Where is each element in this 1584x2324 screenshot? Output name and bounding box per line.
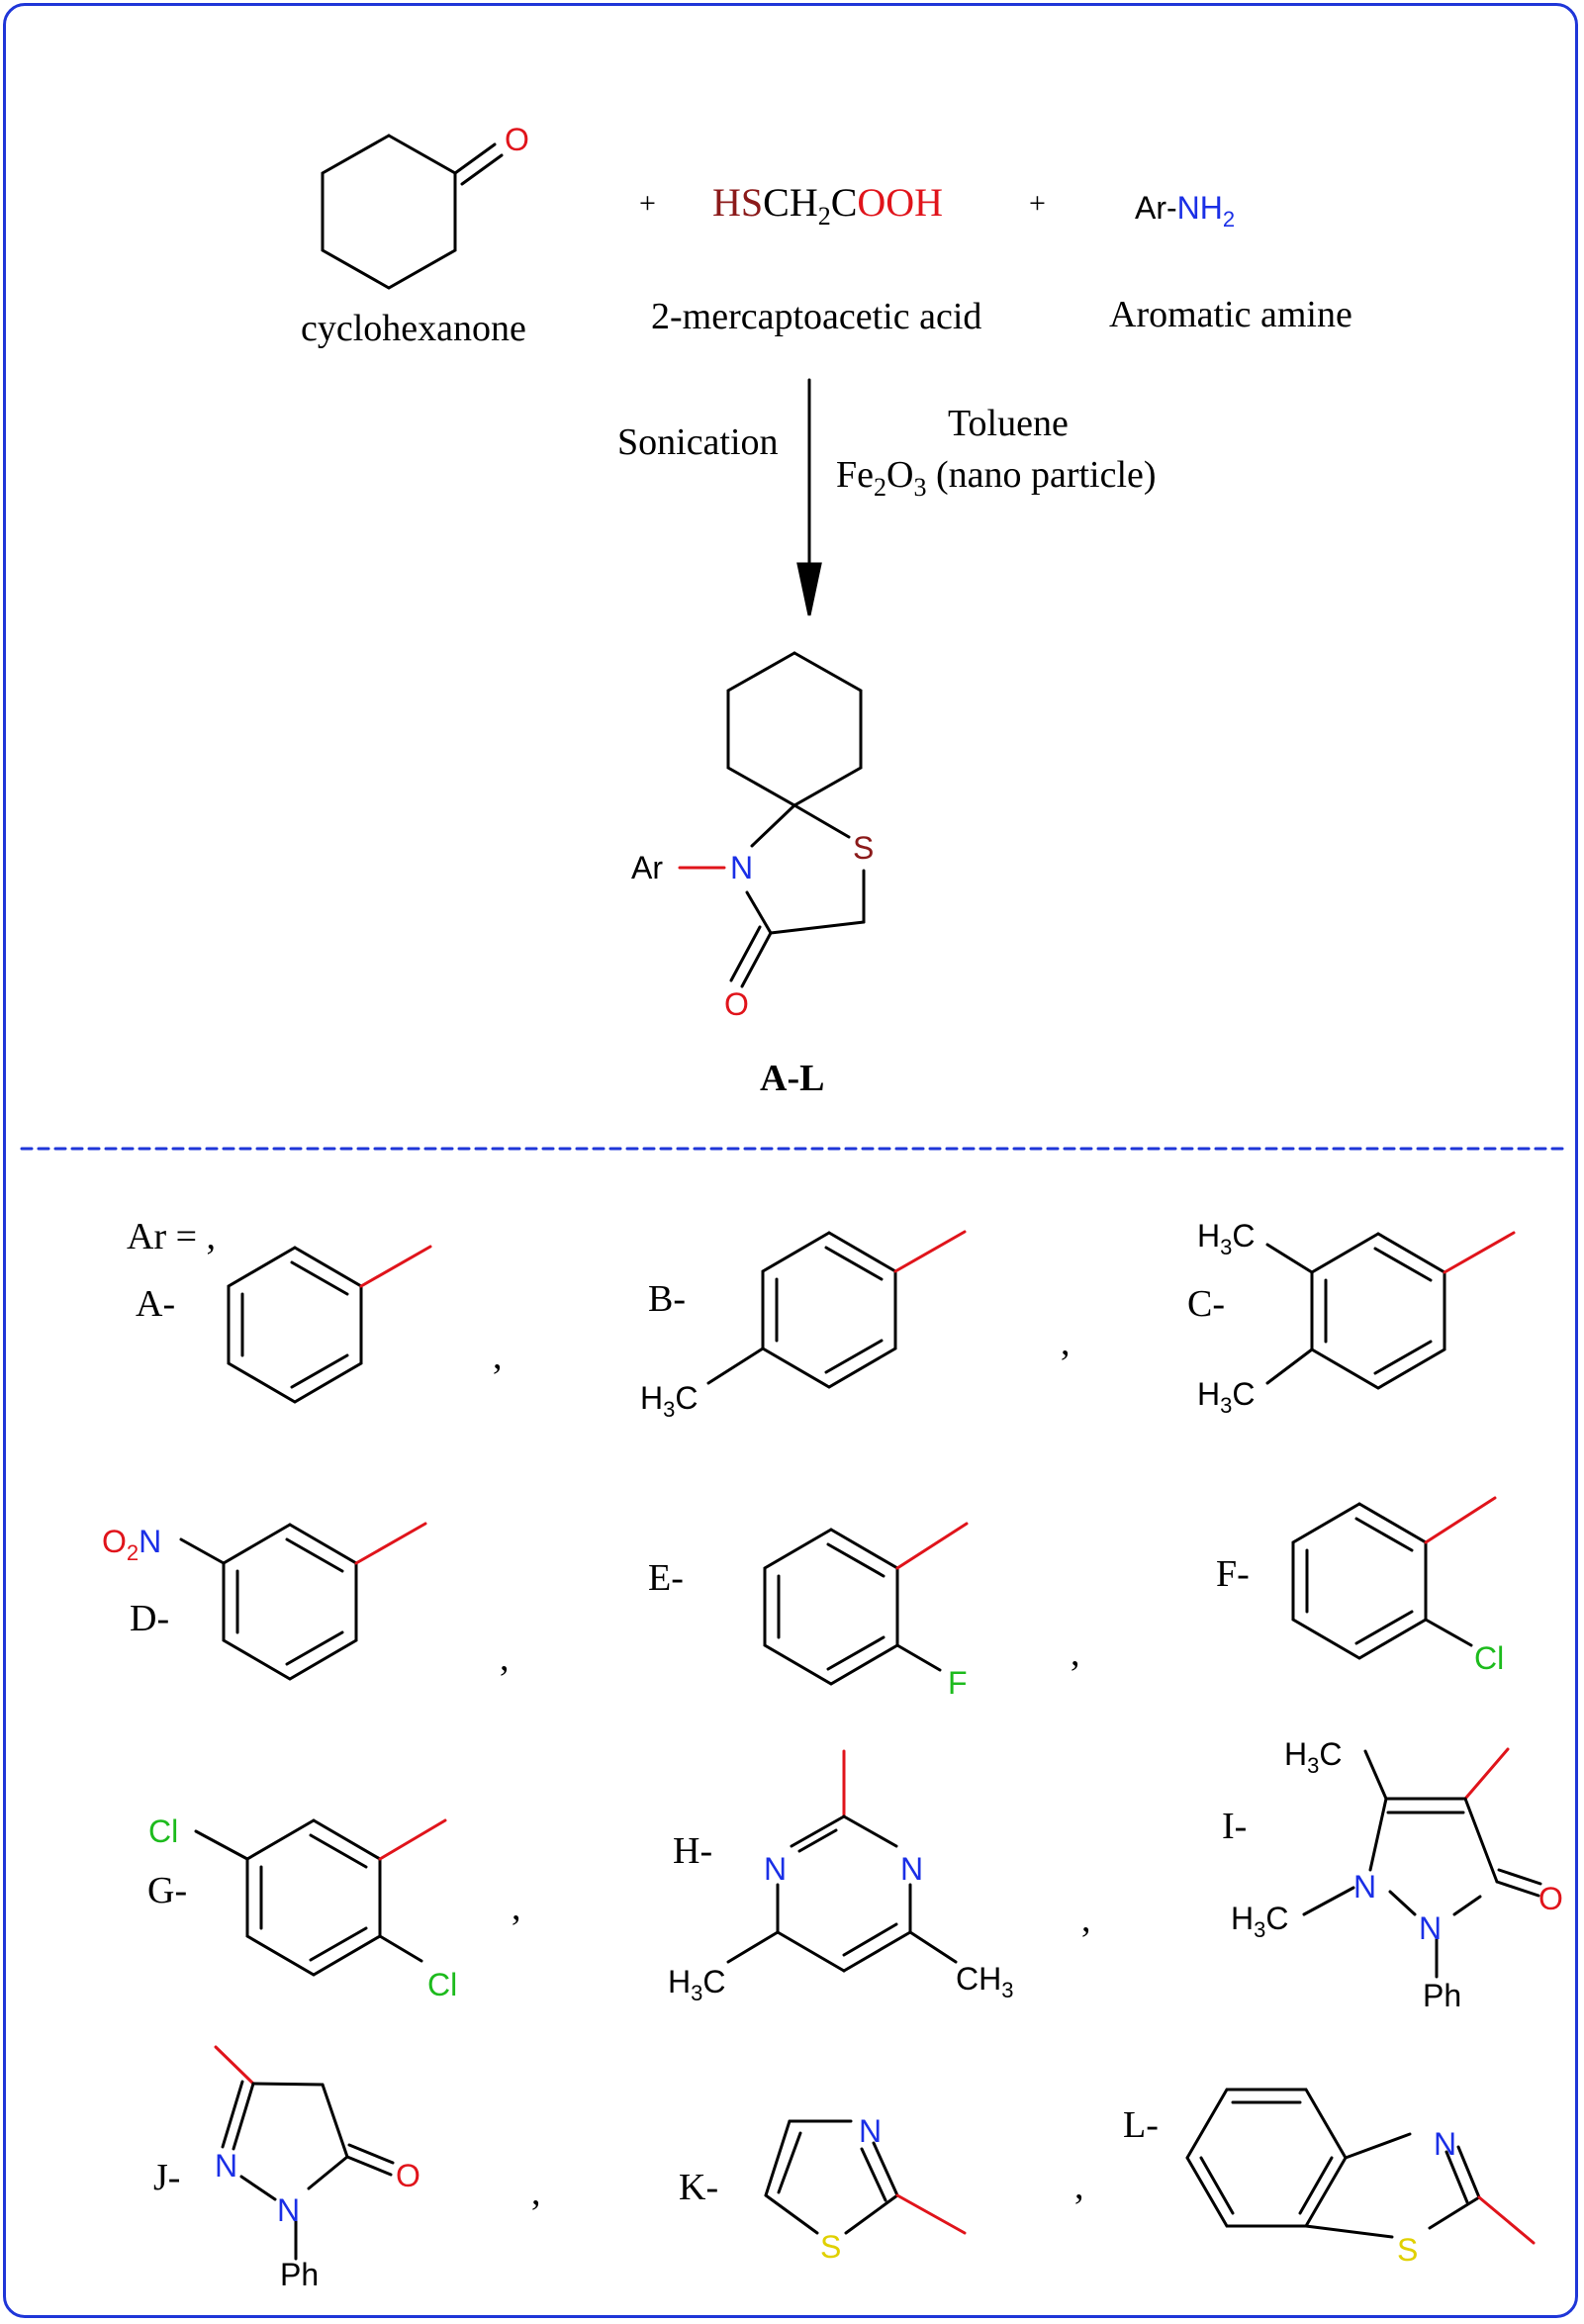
label-j: J-	[153, 2157, 180, 2198]
phenyl-j: Ph	[280, 2257, 319, 2292]
atom-f-e: F	[948, 1665, 968, 1701]
atom-n-j-2: N	[277, 2192, 300, 2228]
label-a: A-	[136, 1283, 175, 1325]
separator-7: ,	[531, 2172, 541, 2213]
label-k: K-	[679, 2167, 718, 2208]
atom-o-ketone: O	[505, 122, 529, 157]
atom-cl-g-top: Cl	[148, 1813, 178, 1849]
methyl-h-left: H3C	[668, 1964, 725, 2005]
label-i: I-	[1222, 1806, 1247, 1847]
atom-n-product: N	[730, 850, 753, 885]
label-h: H-	[673, 1830, 712, 1872]
structure-h-pyrimidinyl	[726, 1749, 958, 1973]
structure-l-benzothiazolyl	[1185, 2088, 1536, 2245]
label-g: G-	[147, 1870, 187, 1911]
atom-cl-f: Cl	[1474, 1640, 1504, 1676]
atom-s-product: S	[853, 830, 874, 866]
separator-3: ,	[500, 1637, 510, 1679]
separator-6: ,	[1081, 1899, 1091, 1940]
reactant2-formula: HSCH2COOH	[712, 180, 943, 231]
figure-frame	[3, 3, 1578, 2318]
methyl-i-n: H3C	[1231, 1901, 1288, 1942]
cyclohexanone-structure	[321, 134, 504, 290]
ar-definition: Ar = ,	[127, 1216, 216, 1257]
atom-n-i-1: N	[1353, 1869, 1376, 1905]
structure-k-thiazolyl	[764, 2119, 967, 2235]
separator-8: ,	[1074, 2166, 1084, 2207]
reactant3-formula: Ar-NH2	[1135, 190, 1235, 232]
separator-4: ,	[1071, 1632, 1080, 1674]
structure-d-nitrophenyl	[179, 1522, 427, 1681]
structure-i-antipyrinyl	[1302, 1747, 1542, 1979]
condition-left: Sonication	[617, 421, 779, 463]
label-e: E-	[648, 1557, 684, 1599]
product-label: A-L	[760, 1058, 824, 1099]
atom-n-j-1: N	[215, 2148, 237, 2184]
condition-solvent: Toluene	[948, 403, 1069, 444]
structure-e-fluorophenyl	[763, 1522, 969, 1686]
nitro-d: O2N	[102, 1524, 161, 1565]
reaction-arrow	[796, 378, 822, 616]
atom-n-h-right: N	[900, 1851, 923, 1887]
plus-sign-1: +	[639, 187, 656, 220]
atom-o-product: O	[724, 986, 749, 1022]
label-c: C-	[1187, 1283, 1225, 1325]
atom-o-i: O	[1538, 1881, 1563, 1916]
label-l: L-	[1123, 2104, 1159, 2146]
condition-catalyst: Fe2O3 (nano particle)	[836, 454, 1157, 502]
atom-n-k: N	[859, 2113, 882, 2149]
atom-n-i-2: N	[1419, 1910, 1442, 1946]
atom-cl-g-bottom: Cl	[427, 1967, 457, 2002]
atom-n-h-left: N	[764, 1851, 787, 1887]
plus-sign-2: +	[1029, 187, 1046, 220]
separator-5: ,	[512, 1887, 521, 1928]
atom-s-l: S	[1397, 2232, 1418, 2268]
label-b: B-	[648, 1278, 686, 1320]
methyl-b: H3C	[640, 1380, 698, 1422]
structure-c-dimethylphenyl	[1265, 1231, 1516, 1390]
atom-s-k: S	[820, 2229, 841, 2265]
structure-a-phenyl	[227, 1245, 432, 1404]
methyl-c-bottom: H3C	[1197, 1376, 1255, 1418]
separator-2: ,	[1061, 1322, 1071, 1363]
atom-n-l: N	[1434, 2126, 1456, 2162]
reactant2-name: 2-mercaptoacetic acid	[651, 296, 981, 337]
methyl-c-top: H3C	[1197, 1218, 1255, 1259]
reactant3-name: Aromatic amine	[1109, 294, 1352, 335]
structure-j-pyrazolonyl	[214, 2045, 395, 2261]
label-d: D-	[130, 1598, 169, 1639]
atom-o-j: O	[396, 2158, 420, 2193]
methyl-h-right: CH3	[956, 1961, 1013, 2002]
label-f: F-	[1216, 1553, 1250, 1595]
phenyl-i: Ph	[1423, 1978, 1461, 2013]
structure-b-p-tolyl	[706, 1230, 967, 1389]
structure-g-dichlorophenyl	[194, 1818, 447, 1977]
atom-ar: Ar	[631, 850, 663, 885]
product-structure	[678, 651, 866, 988]
reactant1-name: cyclohexanone	[301, 308, 526, 349]
methyl-i-top: H3C	[1284, 1736, 1342, 1778]
structure-f-chlorophenyl	[1291, 1496, 1497, 1660]
separator-1: ,	[493, 1336, 503, 1377]
